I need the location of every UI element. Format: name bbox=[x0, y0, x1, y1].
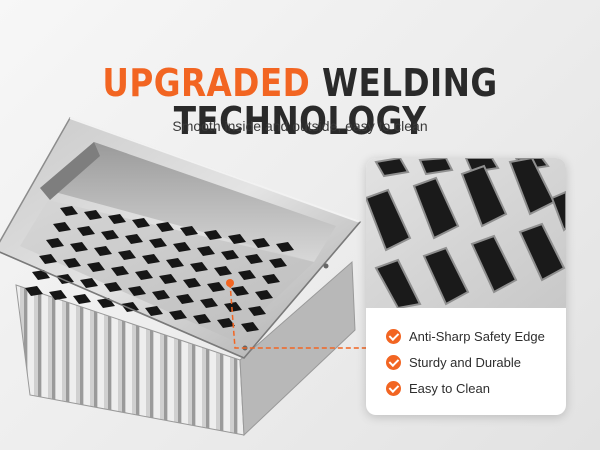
check-circle-icon bbox=[386, 354, 401, 370]
headline-highlight: UPGRADED bbox=[102, 61, 311, 105]
feature-item: Easy to Clean bbox=[386, 375, 545, 401]
headline: UPGRADED WELDING TECHNOLOGY bbox=[42, 64, 558, 140]
detail-card: Anti-Sharp Safety Edge Sturdy and Durabl… bbox=[366, 158, 566, 415]
feature-label: Easy to Clean bbox=[409, 380, 490, 396]
feature-list: Anti-Sharp Safety Edge Sturdy and Durabl… bbox=[386, 323, 545, 401]
grille-slots bbox=[25, 206, 294, 332]
screw-hole bbox=[323, 263, 329, 269]
feature-item: Sturdy and Durable bbox=[386, 349, 545, 375]
detail-photo bbox=[366, 158, 566, 308]
headline-rest: WELDING TECHNOLOGY bbox=[173, 61, 498, 143]
feature-item: Anti-Sharp Safety Edge bbox=[386, 323, 545, 349]
feature-label: Sturdy and Durable bbox=[409, 354, 522, 370]
subtitle: Smooth inside and outside, easy to clean bbox=[172, 118, 428, 134]
screw-hole bbox=[242, 345, 248, 351]
check-circle-icon bbox=[386, 328, 401, 344]
feature-label: Anti-Sharp Safety Edge bbox=[409, 328, 545, 344]
check-circle-icon bbox=[386, 380, 401, 396]
